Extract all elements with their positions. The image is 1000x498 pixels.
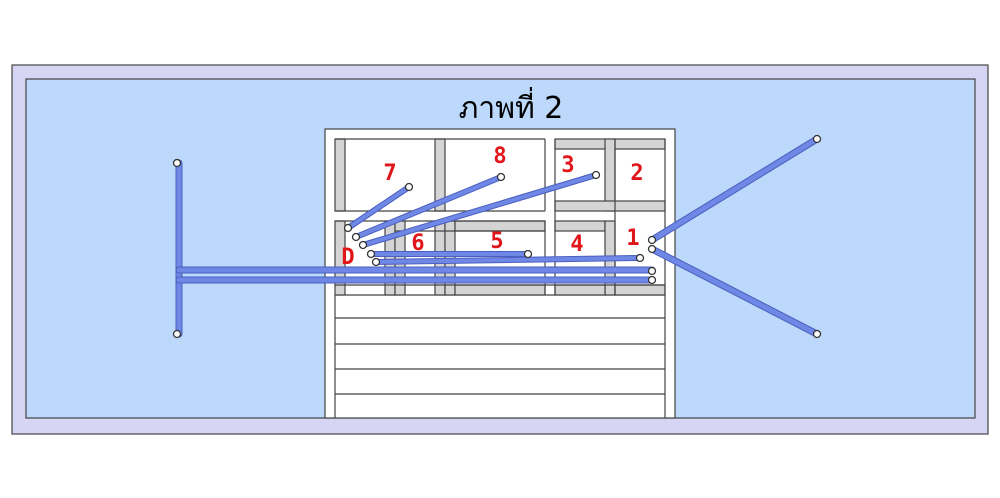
room-label-2: 2: [630, 161, 643, 186]
endpoint-dot: [343, 223, 353, 233]
room-label-8: 8: [493, 144, 506, 169]
room-label-7: 7: [383, 161, 396, 186]
room-label-6: 6: [411, 231, 424, 256]
endpoint-dot: [647, 266, 657, 276]
pipe-endpoints: [172, 134, 822, 339]
room-label-5: 5: [490, 229, 503, 254]
diagram-title: ภาพที่ 2: [459, 87, 564, 126]
pipe-network-interior: [345, 172, 643, 265]
endpoint-dot: [496, 172, 506, 182]
pipe-network-right: [648, 135, 821, 338]
room-labels: 7 8 3 2 1 4 5 6 D: [341, 144, 643, 270]
endpoint-dot: [647, 235, 657, 245]
endpoint-dot: [404, 182, 414, 192]
pipe-network-left: [175, 159, 656, 338]
endpoint-dot: [351, 232, 361, 242]
room-label-3: 3: [561, 153, 574, 178]
room-label-d: D: [341, 245, 354, 270]
endpoint-dot: [591, 170, 601, 180]
endpoint-dot: [371, 257, 381, 267]
room-label-1: 1: [626, 226, 639, 251]
endpoint-dot: [647, 244, 657, 254]
endpoint-dot: [812, 134, 822, 144]
endpoint-dot: [366, 249, 376, 259]
endpoint-dot: [523, 249, 533, 259]
room-label-4: 4: [570, 232, 583, 257]
endpoint-dot: [812, 329, 822, 339]
endpoint-dot: [172, 158, 182, 168]
endpoint-dot: [358, 240, 368, 250]
endpoint-dot: [647, 275, 657, 285]
endpoint-dot: [635, 253, 645, 263]
endpoint-dot: [172, 329, 182, 339]
